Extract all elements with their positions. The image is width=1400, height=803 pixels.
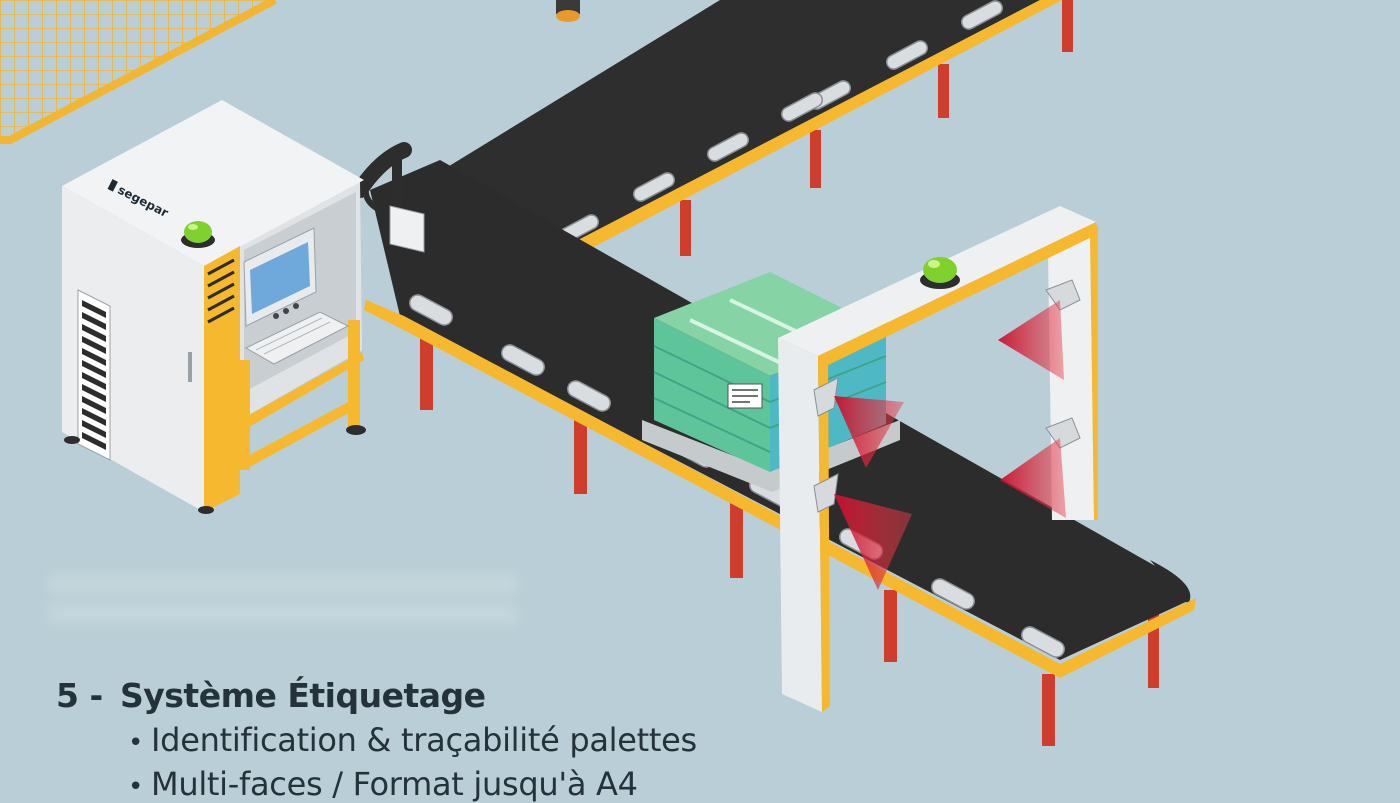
caption-item-text: Identification & traçabilité palettes: [151, 721, 697, 759]
caption-number: 5 -: [56, 676, 103, 715]
caption-item: •Identification & traçabilité palettes: [128, 721, 697, 759]
caption-block: 5 - Système Étiquetage •Identification & …: [56, 676, 697, 803]
laser-beams: [834, 300, 1066, 590]
scanner-gate: [778, 206, 1098, 712]
caption-title-row: 5 - Système Étiquetage: [56, 676, 697, 715]
indicator-light-icon: [184, 221, 212, 243]
safety-fence: [0, 0, 277, 144]
caption-item: •Multi-faces / Format jusqu'à A4: [128, 765, 638, 803]
caption-item-text: Multi-faces / Format jusqu'à A4: [151, 765, 638, 803]
overhead-device: [556, 0, 580, 22]
control-cabinet: segepar: [62, 100, 425, 514]
screen-icon: [250, 242, 310, 314]
upper-conveyor: [410, 0, 1073, 256]
indicator-light-icon: [923, 257, 957, 283]
caption-title: Système Étiquetage: [120, 676, 486, 715]
